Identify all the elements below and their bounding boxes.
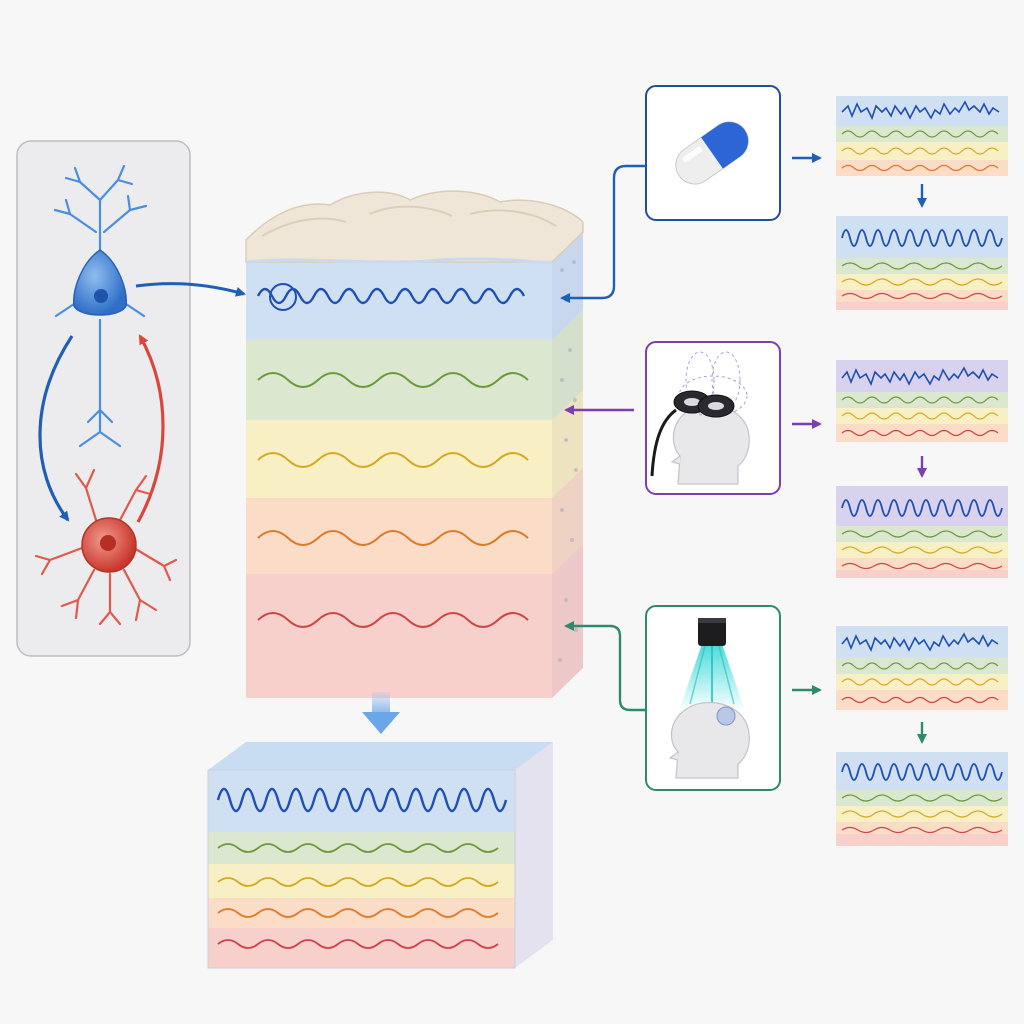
pharmacology-to-cortex-arrow xyxy=(560,164,646,303)
pharmacology-trace-after xyxy=(836,216,1008,310)
result-cortex-block xyxy=(207,742,553,969)
cortex-layer-2 xyxy=(246,340,552,420)
cortex-layer-5 xyxy=(246,574,552,698)
recording-site-icon xyxy=(269,283,297,311)
light-trace-before xyxy=(836,626,1008,710)
light-to-cortex-arrow xyxy=(564,621,646,712)
neuron-to-cortex-arrow xyxy=(135,282,246,297)
light-beam-head-icon xyxy=(668,618,750,779)
down-arrow xyxy=(362,692,400,734)
magnetic-trace-after xyxy=(836,486,1008,578)
result-wave-layer-2 xyxy=(217,843,499,853)
cortex-wave-layer-5 xyxy=(257,612,529,628)
excitatory-soma xyxy=(73,249,127,316)
result-wave-layer-4 xyxy=(217,908,499,918)
cortex-surface xyxy=(245,190,584,263)
excitatory-to-inhibitory-arrow xyxy=(38,335,74,522)
cortex-wave-layer-3 xyxy=(257,452,529,468)
magnetic-trace-before xyxy=(836,360,1008,442)
result-wave-layer-3 xyxy=(217,877,499,887)
pharmacology-panel xyxy=(645,85,781,221)
result-wave-layer-5 xyxy=(217,939,499,949)
cortex-wave-layer-2 xyxy=(257,372,529,388)
excitatory-nucleus xyxy=(94,289,108,303)
cortex-layer-3 xyxy=(246,420,552,498)
tms-coil-head-icon xyxy=(650,351,750,485)
inhibitory-to-excitatory-arrow xyxy=(136,334,165,523)
cortex-layer-4 xyxy=(246,498,552,574)
light-trace-after xyxy=(836,752,1008,846)
inhibitory-nucleus xyxy=(100,535,116,551)
pharmacology-trace-before xyxy=(836,96,1008,176)
neuron-panel xyxy=(16,140,191,657)
cortex-block xyxy=(245,190,584,698)
result-wave-layer-1 xyxy=(216,787,508,813)
light-stimulation-panel xyxy=(645,605,781,791)
inhibitory-neuron-icon xyxy=(34,468,178,626)
cortex-wave-layer-4 xyxy=(257,530,529,546)
magnetic-stimulation-panel xyxy=(645,341,781,495)
cortex-layer-1 xyxy=(246,258,552,340)
cortex-wave-layer-1 xyxy=(256,287,526,305)
capsule-icon xyxy=(675,121,749,185)
